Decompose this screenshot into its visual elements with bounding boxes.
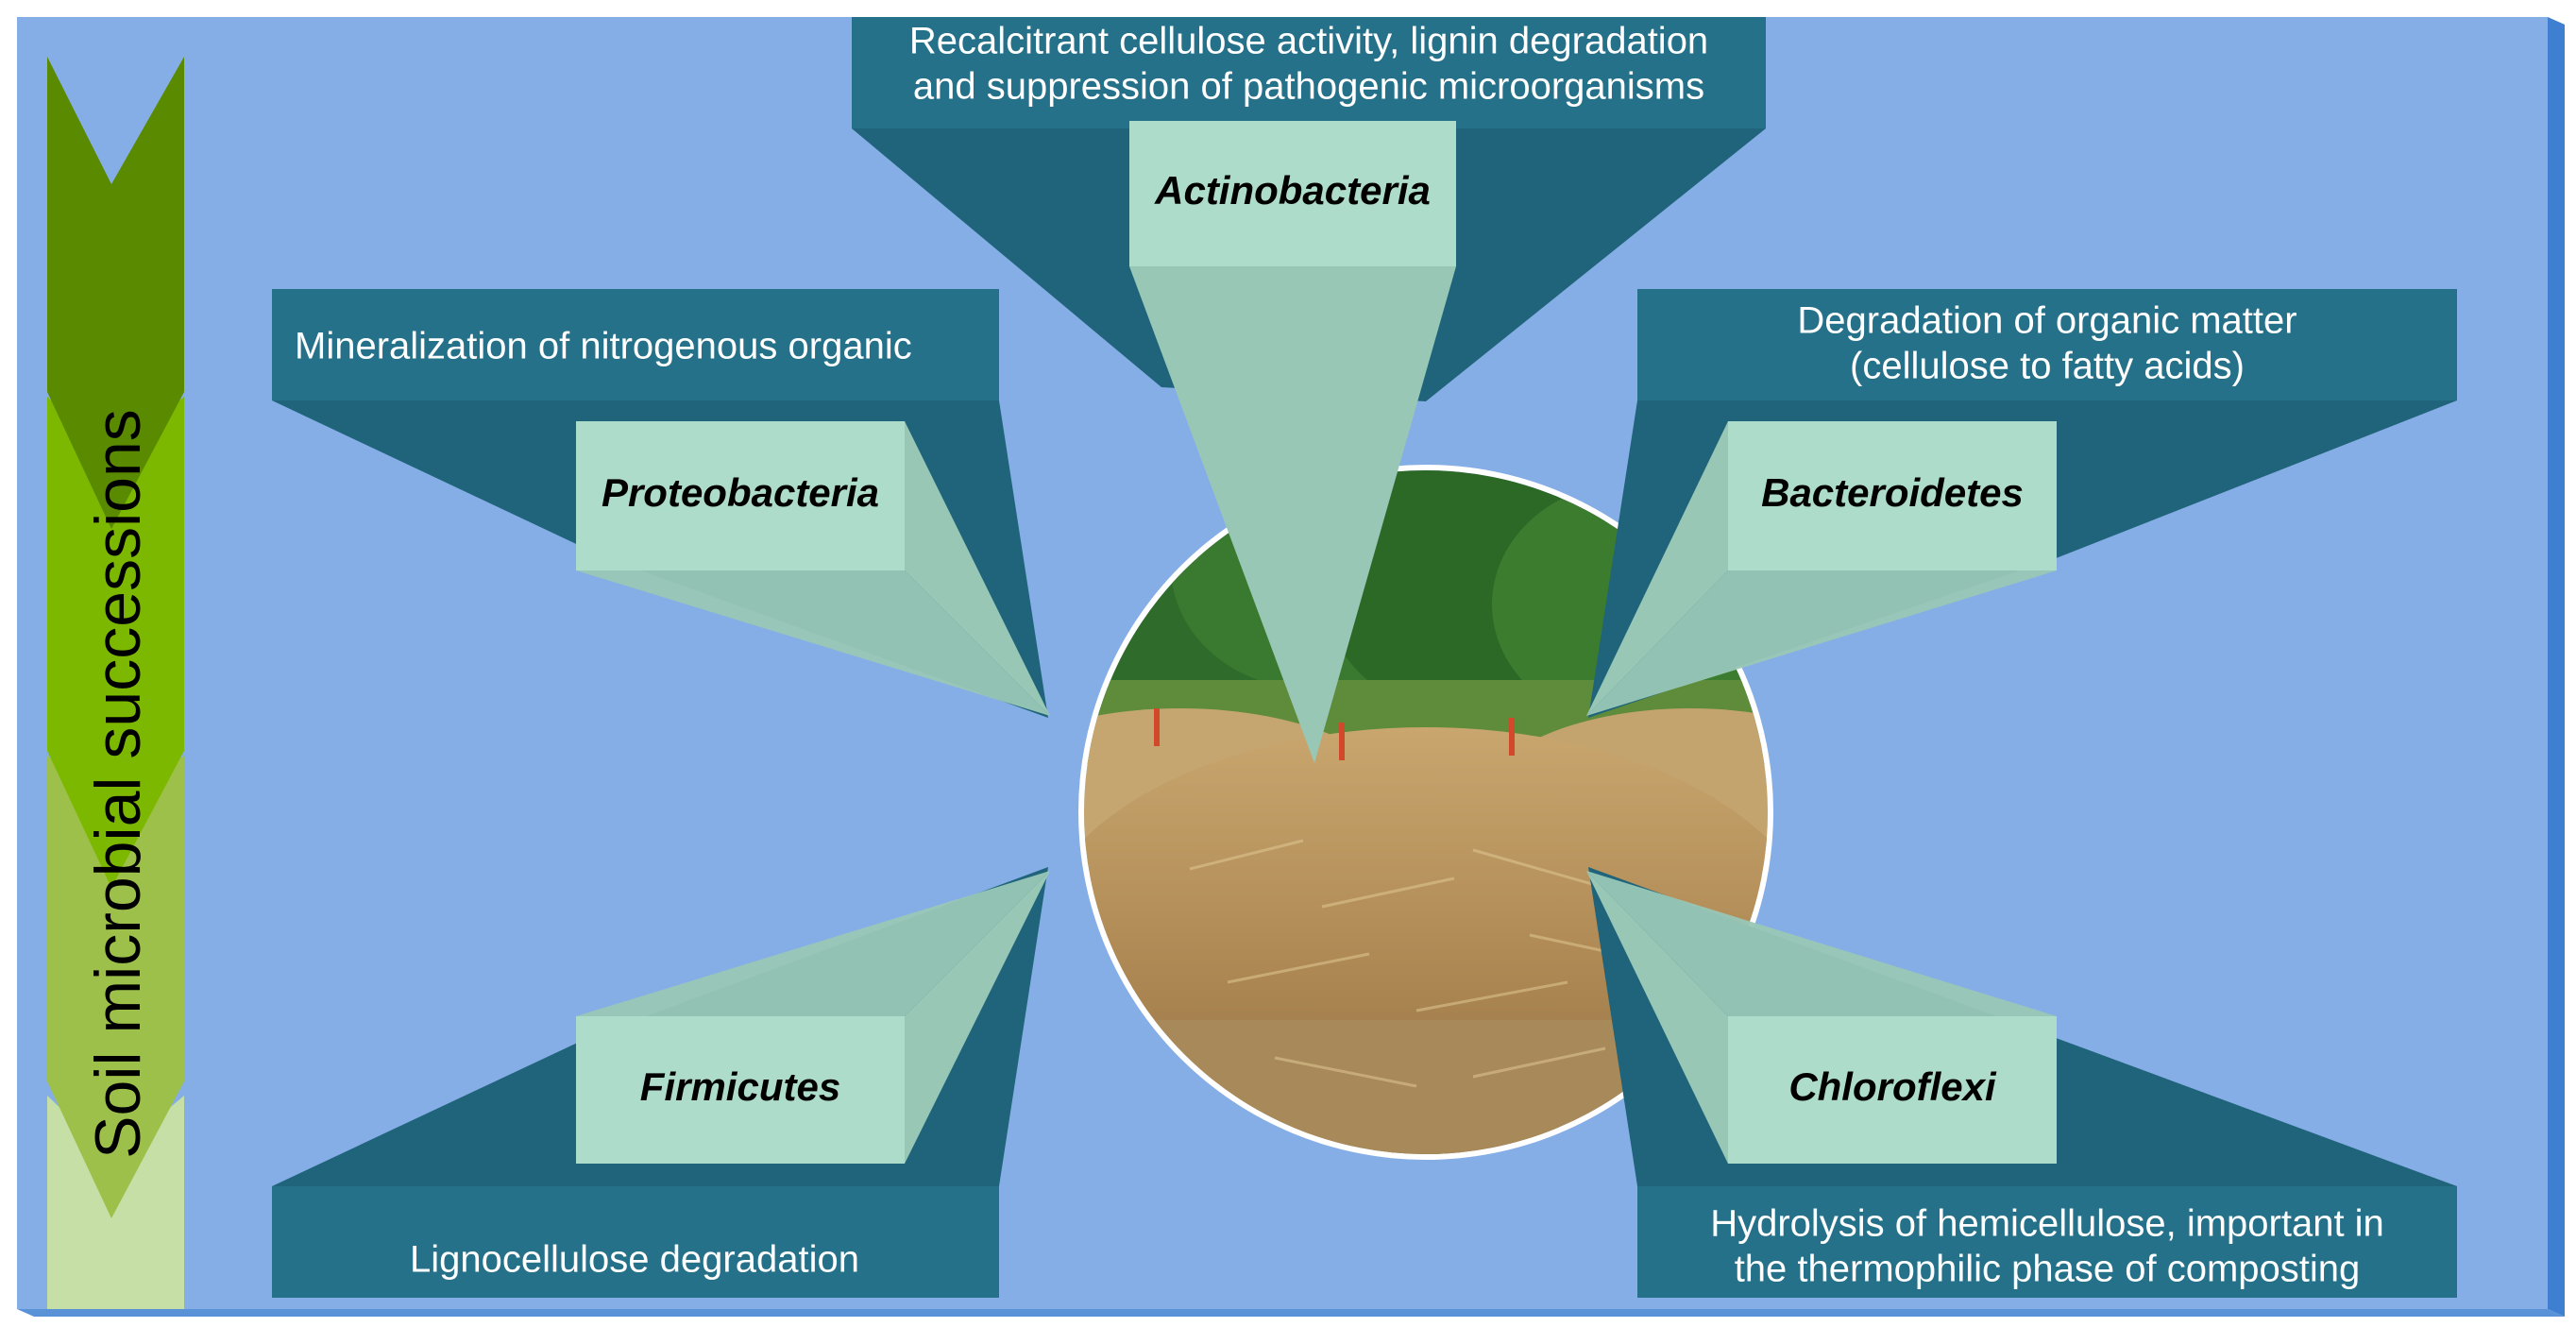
function-banner: [1637, 289, 2457, 400]
box-side-face: [576, 871, 1050, 1016]
group-bacteroidetes: Degradation of organic matter(cellulose …: [1586, 289, 2457, 718]
function-text-line: (cellulose to fatty acids): [1850, 346, 2245, 387]
group-name-label: Firmicutes: [640, 1064, 840, 1109]
group-actinobacteria: Recalcitrant cellulose activity, lignin …: [852, 17, 1766, 763]
bacterial-groups: Recalcitrant cellulose activity, lignin …: [272, 17, 2457, 1298]
box-side-face: [1586, 570, 2057, 716]
function-text-line: Mineralization of nitrogenous organic: [295, 326, 912, 367]
box-side-face: [576, 570, 1050, 716]
function-text-line: Lignocellulose degradation: [410, 1239, 859, 1281]
group-name-box: [576, 421, 905, 570]
function-banner: [272, 289, 999, 400]
succession-arrow-3: [47, 756, 184, 1218]
group-name-box: [576, 1016, 905, 1164]
function-banner: [852, 17, 1766, 128]
group-name-label: Bacteroidetes: [1761, 470, 2024, 515]
box-side-face: [1586, 871, 1728, 1164]
function-text-line: the thermophilic phase of composting: [1735, 1249, 2361, 1290]
succession-arrow-2: [47, 397, 184, 888]
group-name-box: [1728, 421, 2057, 570]
group-name-box: [1129, 121, 1456, 266]
box-side-face: [1129, 266, 1456, 763]
box-side-face: [905, 421, 1050, 716]
group-proteobacteria: Mineralization of nitrogenous organicPro…: [272, 289, 1050, 718]
group-chloroflexi: Hydrolysis of hemicellulose, important i…: [1586, 867, 2457, 1298]
function-text-line: Recalcitrant cellulose activity, lignin …: [909, 21, 1708, 62]
panel-right-edge: [2548, 17, 2565, 1317]
group-name-label: Chloroflexi: [1788, 1064, 1997, 1109]
side-title: Soil microbial successions: [82, 409, 154, 1159]
function-text-line: Hydrolysis of hemicellulose, important i…: [1710, 1203, 2384, 1245]
group-name-label: Actinobacteria: [1154, 168, 1431, 213]
group-name-label: Proteobacteria: [602, 470, 879, 515]
box-side-face: [1586, 871, 2057, 1016]
function-banner: [272, 1186, 999, 1298]
function-text-line: Degradation of organic matter: [1797, 300, 2296, 342]
group-name-box: [1728, 1016, 2057, 1164]
succession-arrow-1: [47, 57, 184, 529]
succession-arrow-column: [47, 57, 184, 1309]
group-firmicutes: Lignocellulose degradation Firmicutes: [272, 867, 1050, 1298]
box-side-face: [905, 871, 1050, 1164]
panel-bottom-edge: [17, 1309, 2565, 1317]
box-side-face: [1586, 421, 1728, 716]
function-text-line: and suppression of pathogenic microorgan…: [913, 66, 1704, 108]
function-banner: [1637, 1186, 2457, 1298]
